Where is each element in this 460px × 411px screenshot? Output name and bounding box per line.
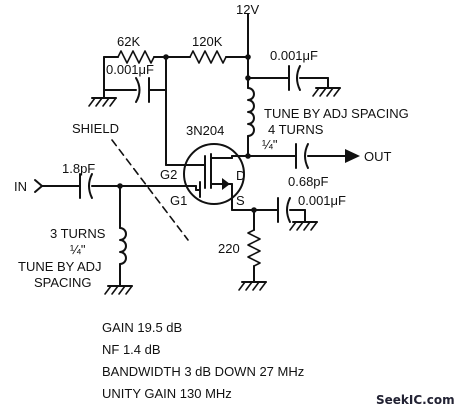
s-label: S — [236, 193, 245, 208]
output-label: OUT — [364, 149, 392, 164]
mosfet-3n204 — [183, 143, 249, 205]
d-label: D — [236, 168, 245, 183]
r2-label: 120K — [192, 34, 223, 49]
c-out-label: 0.68pF — [288, 174, 329, 189]
resistor-62k — [103, 50, 167, 64]
quarter-bottom-label: ¼" — [70, 242, 86, 257]
r-source-label: 220 — [218, 241, 240, 256]
shield-line — [111, 139, 189, 241]
spec-line: BANDWIDTH 3 dB DOWN 27 MHz — [102, 364, 304, 379]
shield-label: SHIELD — [72, 121, 119, 136]
tune-bottom-label-1: TUNE BY ADJ — [18, 259, 102, 274]
part-label: 3N204 — [186, 123, 224, 138]
input-label: IN — [14, 179, 27, 194]
quarter-top-label: ¼" — [262, 137, 278, 152]
turns-top-label: 4 TURNS — [268, 122, 324, 137]
c-in-label: 1.8pF — [62, 161, 95, 176]
spec-line: GAIN 19.5 dB — [102, 320, 182, 335]
drain-coil — [245, 87, 255, 159]
resistor-120k — [165, 50, 249, 64]
spec-line: NF 1.4 dB — [102, 342, 161, 357]
tune-top-label: TUNE BY ADJ SPACING — [264, 106, 409, 121]
supply-label: 12V — [236, 2, 259, 17]
c-top-label: 0.001μF — [270, 48, 318, 63]
c-source-label: 0.001μF — [298, 193, 346, 208]
spec-line: UNITY GAIN 130 MHz — [102, 386, 232, 401]
turns-bottom-label: 3 TURNS — [50, 226, 106, 241]
c-left-label: 0.001μF — [106, 62, 154, 77]
gate-coil — [104, 185, 133, 295]
watermark: SeekIC.com — [376, 393, 455, 407]
tune-bottom-label-2: SPACING — [34, 275, 92, 290]
specs: GAIN 19.5 dB NF 1.4 dB BANDWIDTH 3 dB DO… — [102, 320, 304, 401]
input-path — [34, 173, 197, 199]
g1-label: G1 — [170, 193, 187, 208]
output-path — [247, 143, 360, 169]
source-network — [231, 197, 318, 291]
r1-label: 62K — [117, 34, 140, 49]
left-bypass — [88, 56, 167, 107]
top-bypass — [245, 65, 341, 97]
g2-label: G2 — [160, 167, 177, 182]
